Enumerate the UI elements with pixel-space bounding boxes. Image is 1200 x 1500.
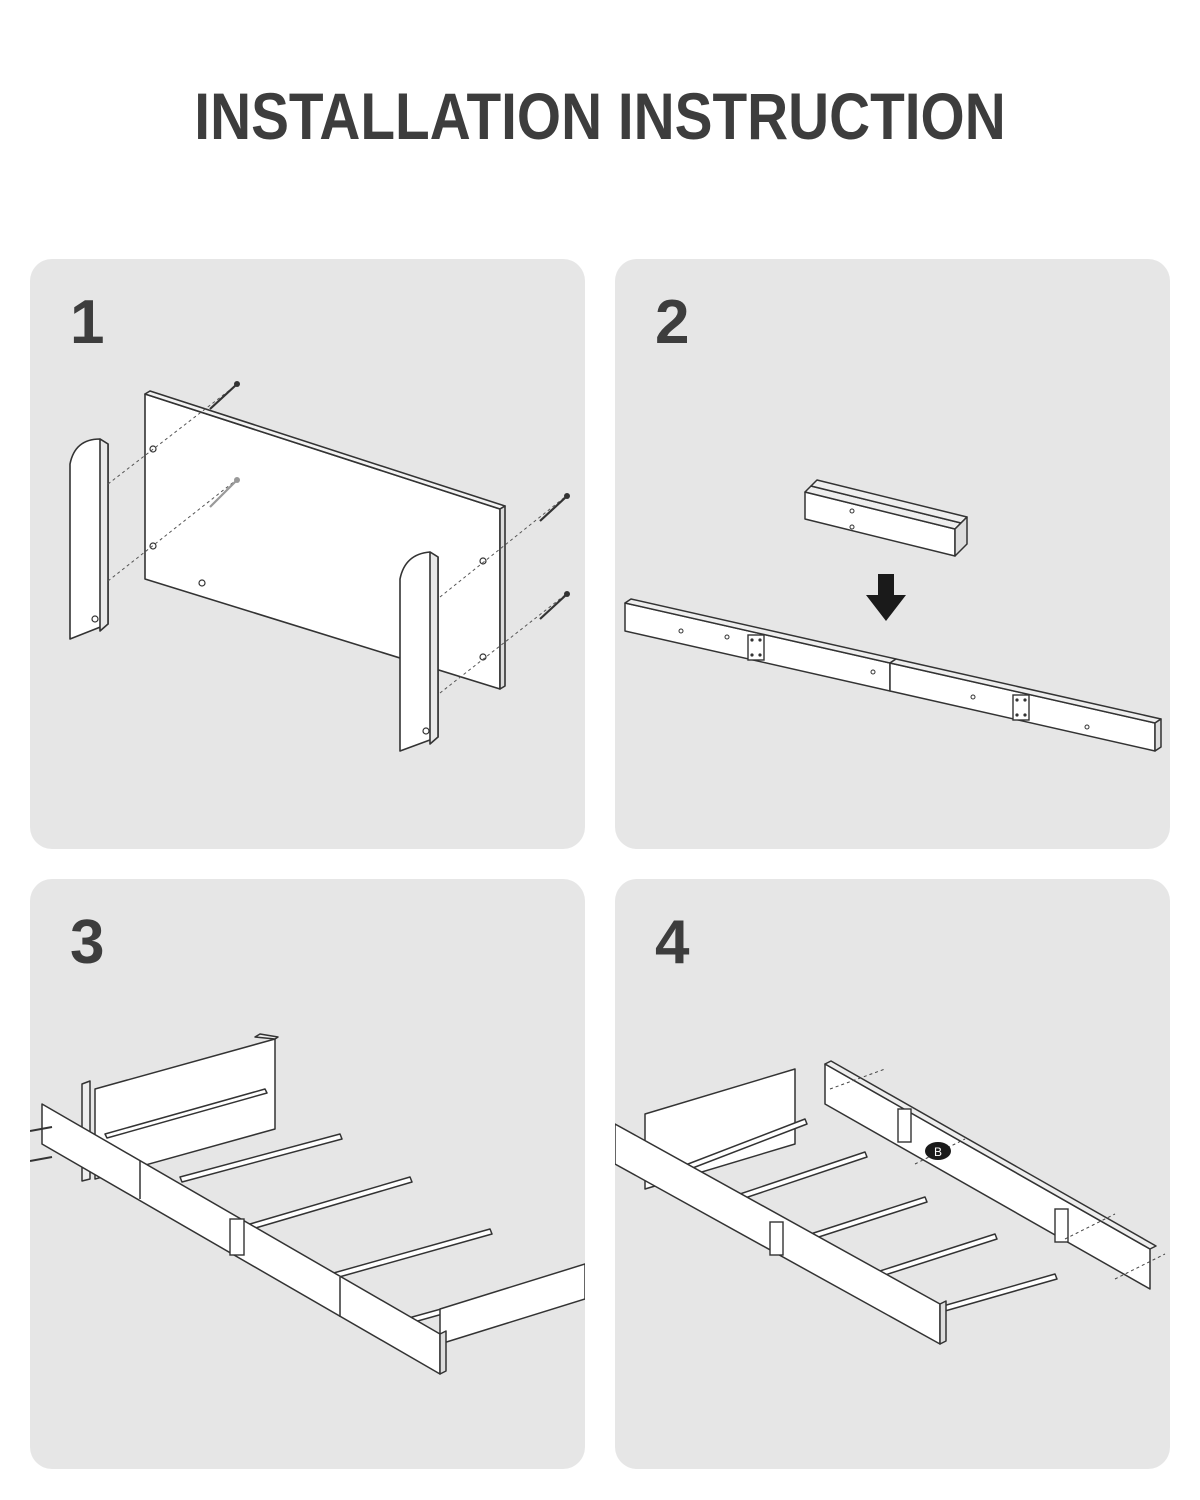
step-4-panel: 4 B [615,879,1170,1469]
step-3-panel: 3 [30,879,585,1469]
far-side-rail [824,1063,1151,1290]
page-title: INSTALLATION INSTRUCTION [194,79,1006,153]
headboard-panel [144,393,501,690]
step-4-illustration: B [615,1060,1166,1345]
step-4-number: 4 [655,908,690,977]
metal-bracket [769,1108,1069,1256]
metal-bracket [229,1218,245,1256]
step-2-number: 2 [655,288,690,357]
screws [209,384,567,620]
step-1-panel: 1 [30,259,585,849]
down-arrow-icon [866,574,906,621]
step-3-illustration [30,1033,585,1375]
step-1-illustration [69,381,570,752]
step-2-illustration [624,479,1162,752]
step-3-number: 3 [70,908,105,977]
step-1-number: 1 [70,288,105,357]
part-b-badge [925,1142,951,1160]
step-2-panel: 2 [615,259,1170,849]
part-b-label: B [934,1145,942,1159]
